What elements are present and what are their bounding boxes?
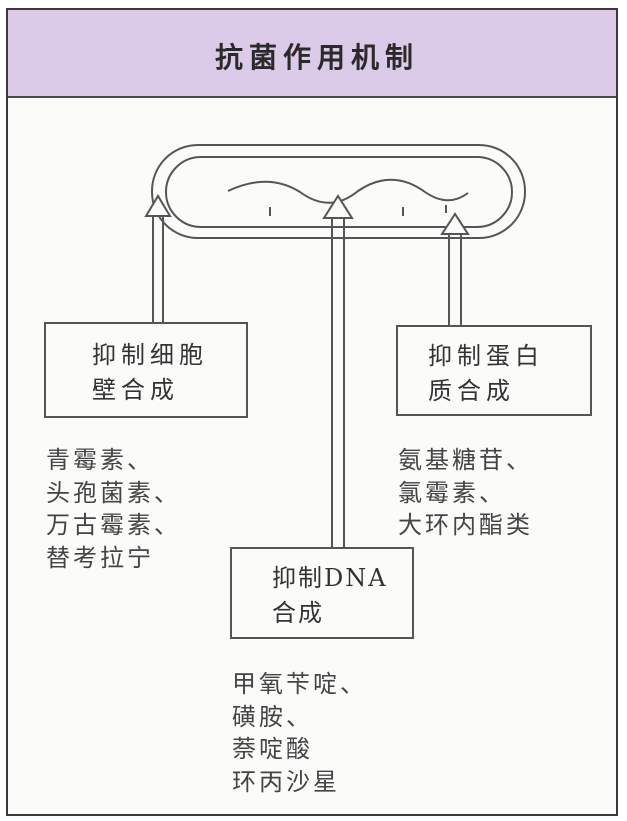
drug-item: 氨基糖苷、 <box>398 446 533 474</box>
drug-item: 万古霉素、 <box>46 511 181 540</box>
protein-label-line1: 抑制蛋白 <box>428 342 544 370</box>
arrow-cell-wall <box>144 194 172 322</box>
drug-item: 甲氧苄啶、 <box>232 670 367 698</box>
cell-inner-wall <box>165 156 513 228</box>
protein-label-line2: 质合成 <box>428 376 515 405</box>
arrow-dna <box>322 194 354 547</box>
protein-box: 抑制蛋白 质合成 <box>396 325 592 416</box>
title-bar: 抗菌作用机制 <box>8 10 616 98</box>
drug-item: 氯霉素、 <box>398 478 506 507</box>
drug-item: 环丙沙星 <box>232 767 340 796</box>
dna-box: 抑制DNA 合成 <box>230 547 414 639</box>
cell-wall-label-line2: 壁合成 <box>92 375 179 404</box>
dna-drug-list: 甲氧苄啶、 磺胺、 萘啶酸 环丙沙星 <box>232 668 367 799</box>
cell-wall-label-line1: 抑制细胞 <box>92 341 208 369</box>
drug-item: 替考拉宁 <box>46 543 154 572</box>
cell-wall-box: 抑制细胞 壁合成 <box>44 322 248 418</box>
cell-wall-drug-list: 青霉素、 头孢菌素、 万古霉素、 替考拉宁 <box>46 444 181 575</box>
figure-title: 抗菌作用机制 <box>214 41 419 74</box>
drug-item: 青霉素、 <box>46 446 154 474</box>
drug-item: 萘啶酸 <box>232 735 313 764</box>
cell-outer-wall <box>151 144 526 239</box>
drug-item: 大环内酯类 <box>398 511 533 540</box>
dna-strand <box>227 178 469 204</box>
dna-label-line1: 抑制DNA <box>272 564 388 592</box>
drug-item: 磺胺、 <box>232 702 313 731</box>
arrow-protein <box>440 212 470 325</box>
drug-item: 头孢菌素、 <box>46 478 181 507</box>
dna-label-line2: 合成 <box>272 598 324 627</box>
protein-drug-list: 氨基糖苷、 氯霉素、 大环内酯类 <box>398 444 533 542</box>
